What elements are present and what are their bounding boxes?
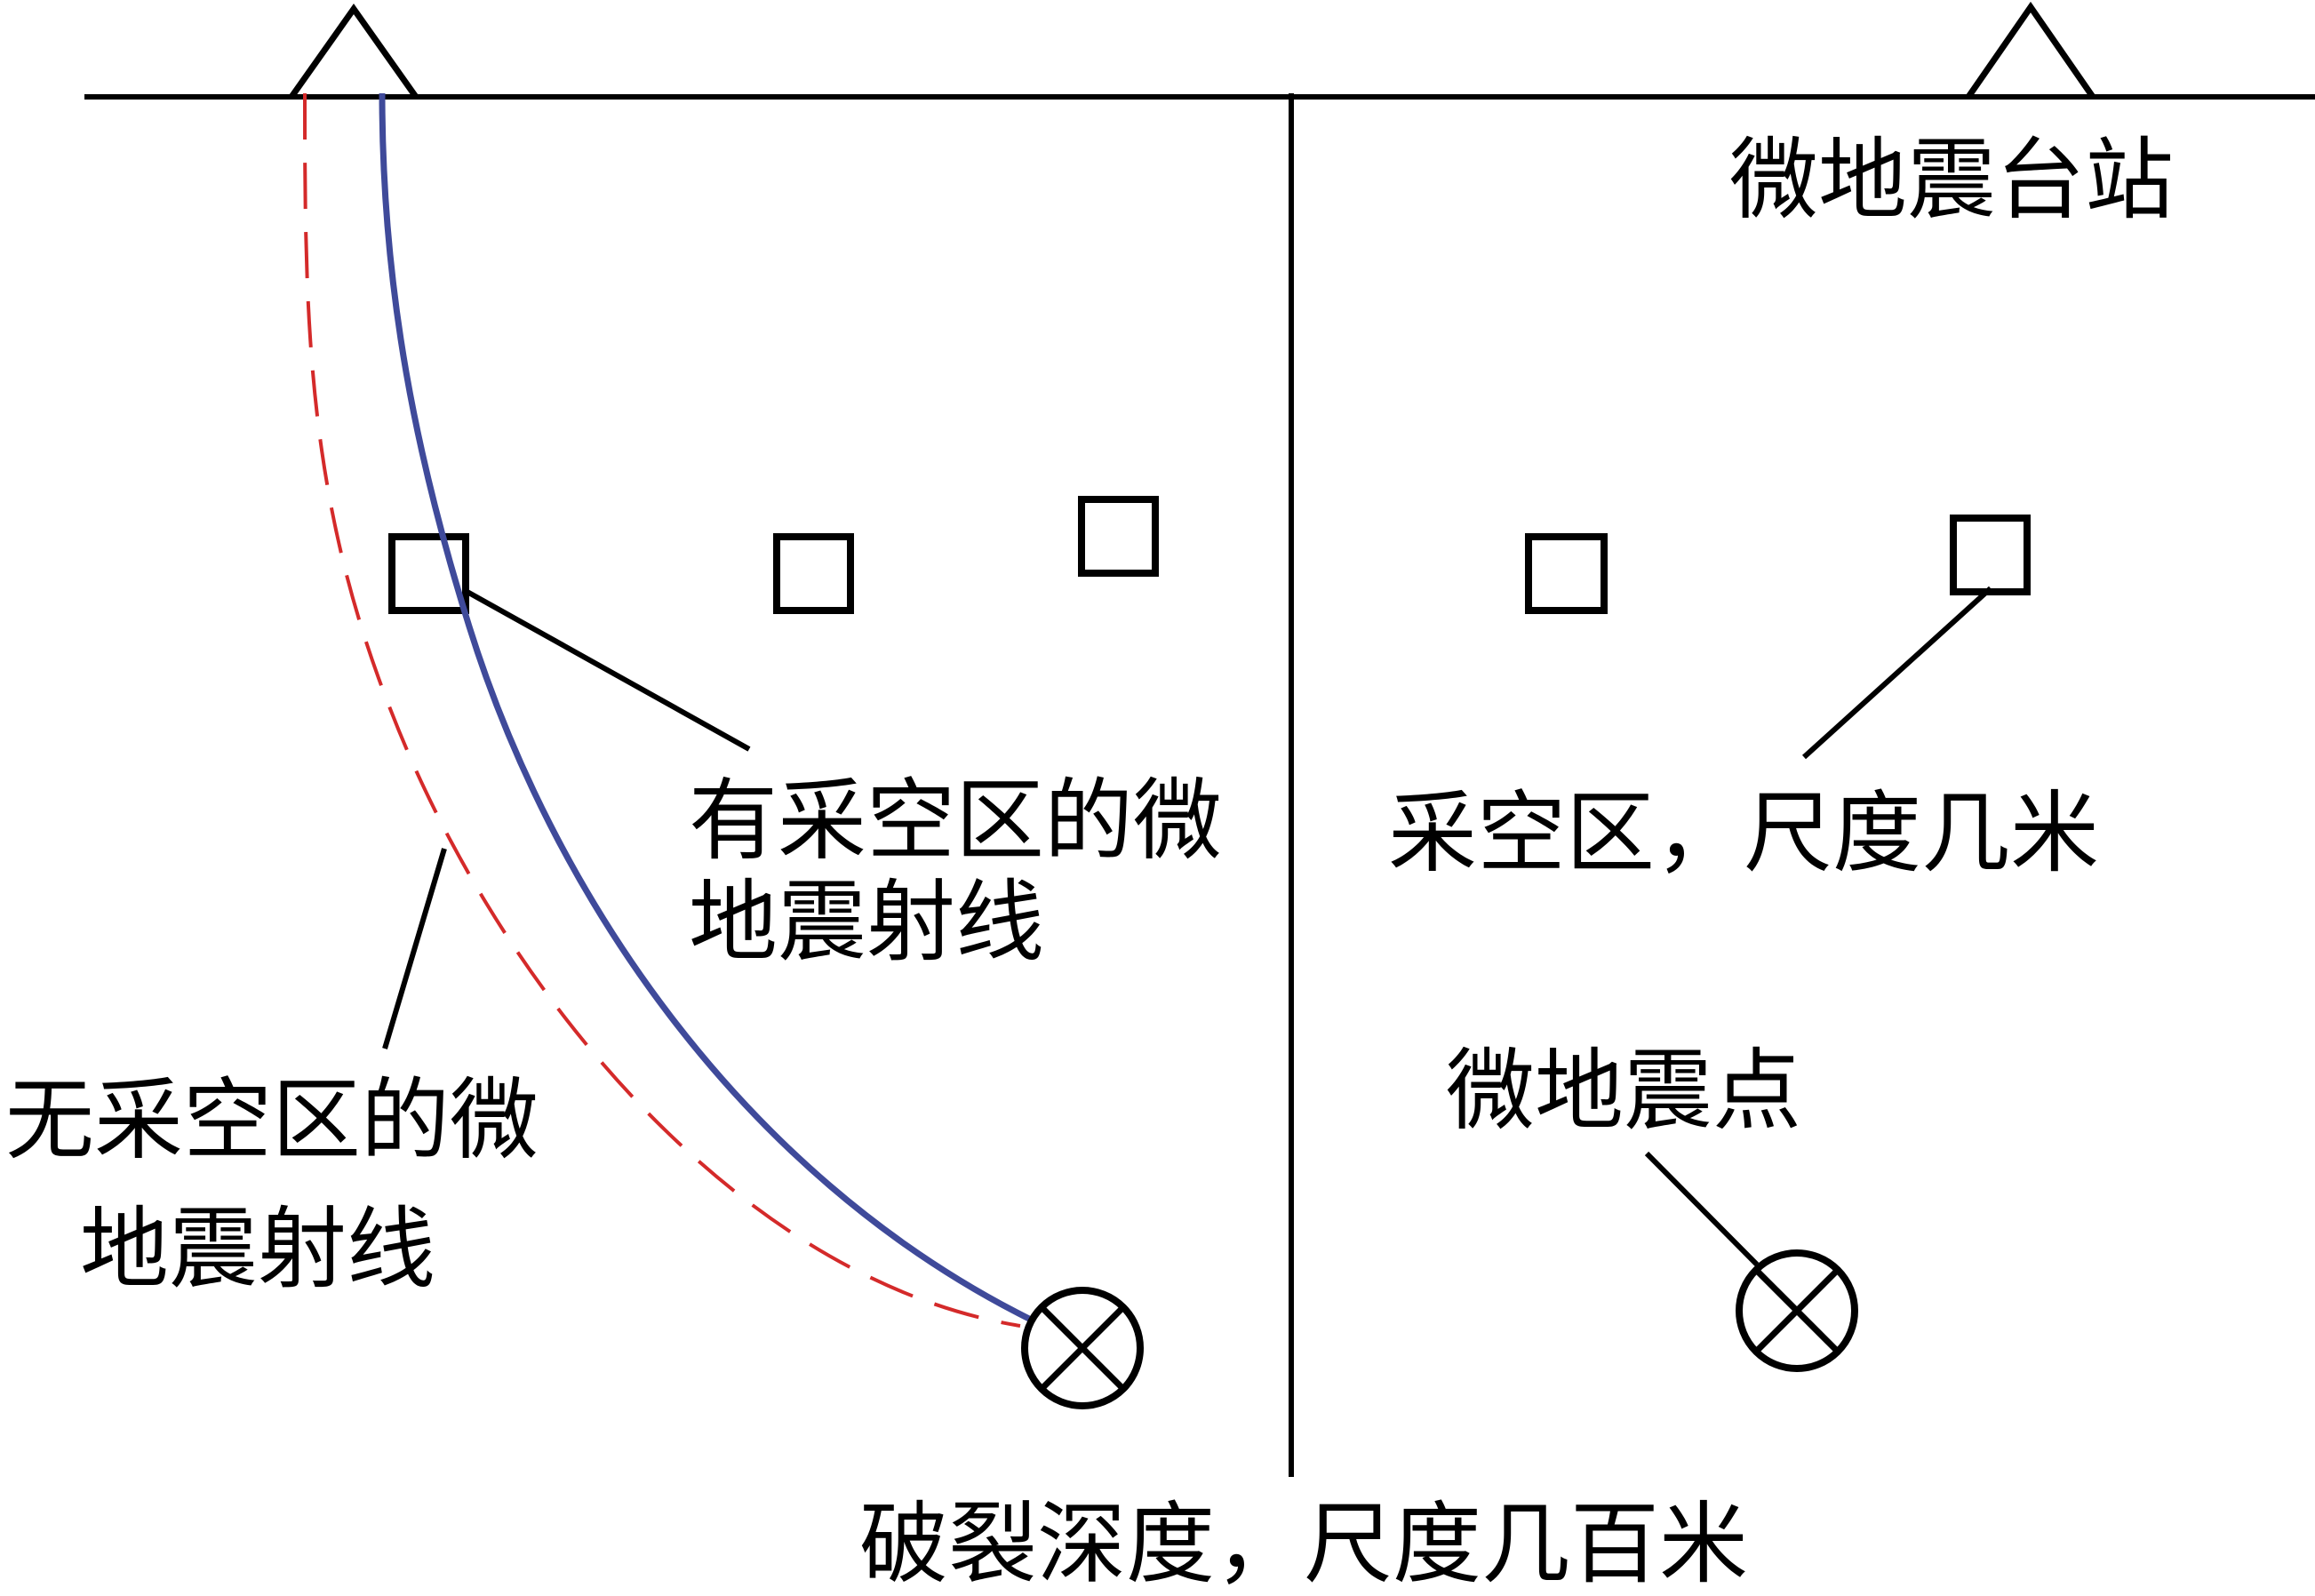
goaf-square-icon [388,533,469,614]
goaf-scale-label: 采空区，尺度几米 [1388,781,2099,885]
ray-with-goaf-path [379,92,1031,1322]
leader-event [1644,1151,1760,1267]
microseismic-event-left-icon [1021,1287,1144,1409]
ray-without-goaf-label-line2: 地震射线 [80,1197,435,1301]
rupture-depth-label: 破裂深度，尺度几百米 [859,1492,1748,1596]
station-label: 微地震台站 [1729,128,2174,232]
leader-ray-with-goaf [464,588,751,752]
station-left-icon [289,3,419,100]
leader-goaf [1801,586,1993,760]
microseismic-event-label: 微地震点 [1446,1039,1801,1143]
leader-ray-without-goaf [382,848,447,1049]
station-right-icon [1966,1,2095,99]
goaf-square-icon [773,533,854,614]
ray-without-goaf-path [303,92,1021,1328]
ray-with-goaf-label-line1: 有采空区的微 [689,769,1222,873]
goaf-square-icon [1078,496,1159,577]
ray-without-goaf-label-line1: 无采空区的微 [5,1068,539,1172]
ray-with-goaf-label-line2: 地震射线 [689,870,1044,974]
microseismic-event-right-icon [1736,1249,1858,1372]
goaf-square-icon [1525,533,1608,614]
goaf-square-icon [1950,515,2031,595]
